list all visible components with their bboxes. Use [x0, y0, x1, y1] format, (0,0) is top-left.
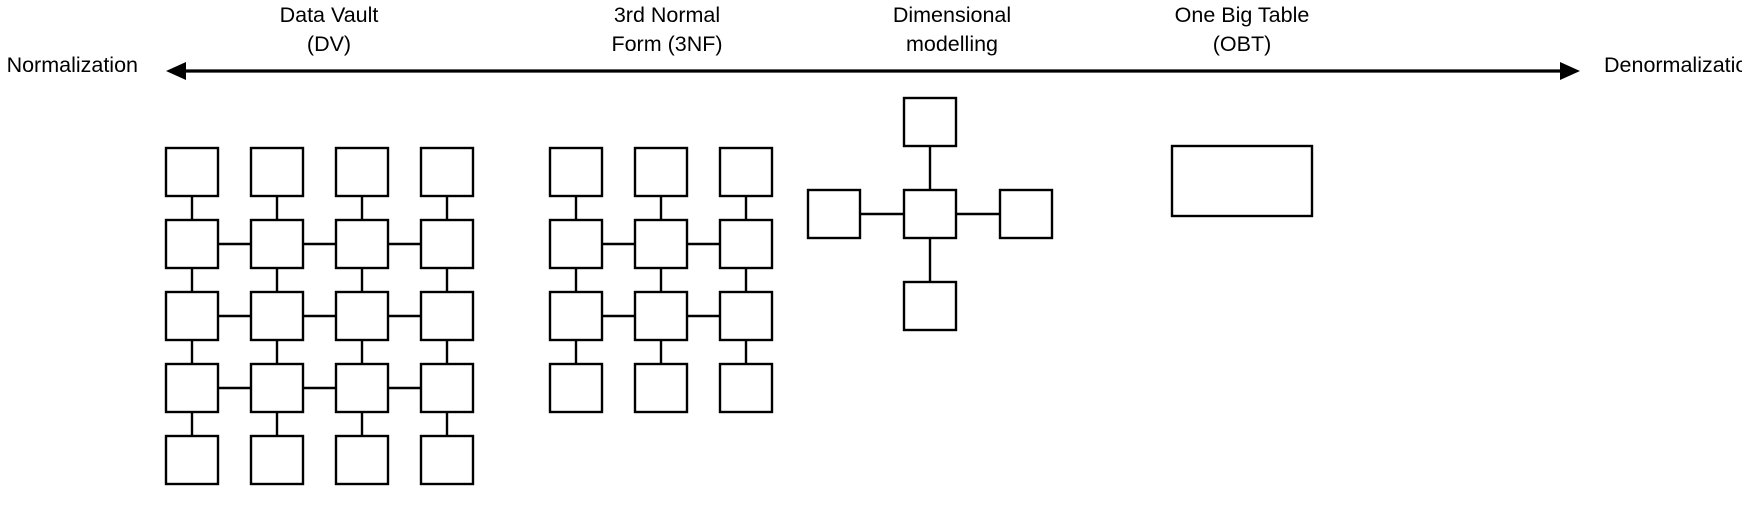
entity-box	[334, 362, 390, 414]
model-data-vault	[164, 146, 475, 486]
entity-box	[548, 146, 604, 198]
entity-box	[548, 218, 604, 270]
entity-box	[419, 290, 475, 342]
entity-box	[164, 218, 220, 270]
group-label-dimensional-modelling: modelling	[906, 32, 998, 56]
group-label-one-big-table: One Big Table	[1175, 3, 1310, 27]
group-label-data-vault: (DV)	[307, 32, 351, 56]
model-third-normal-form	[548, 146, 774, 414]
entity-box	[633, 218, 689, 270]
entity-box	[164, 362, 220, 414]
entity-box	[164, 146, 220, 198]
entity-box	[334, 218, 390, 270]
entity-box	[249, 146, 305, 198]
entity-box	[164, 290, 220, 342]
entity-box	[718, 290, 774, 342]
dimension-box-left	[806, 188, 862, 240]
fact-box-center	[902, 188, 958, 240]
entity-box	[548, 362, 604, 414]
entity-box	[164, 434, 220, 486]
arrow-right-icon	[1560, 62, 1580, 80]
dimension-box-bottom	[902, 280, 958, 332]
entity-box	[419, 362, 475, 414]
group-label-one-big-table: (OBT)	[1213, 32, 1272, 56]
entity-box	[718, 146, 774, 198]
entity-box	[633, 362, 689, 414]
entity-box	[633, 146, 689, 198]
group-label-third-normal-form: Form (3NF)	[611, 32, 722, 56]
dimension-box-top	[902, 96, 958, 148]
entity-box	[334, 146, 390, 198]
model-dimensional-modelling	[806, 96, 1054, 332]
axis-label-denormalization: Denormalization	[1604, 53, 1742, 77]
entity-box	[249, 290, 305, 342]
entity-box	[249, 434, 305, 486]
entity-box	[548, 290, 604, 342]
dimension-box-right	[998, 188, 1054, 240]
group-label-data-vault: Data Vault	[280, 3, 379, 27]
entity-box	[249, 362, 305, 414]
axis-label-normalization: Normalization	[7, 53, 138, 77]
entity-box	[718, 218, 774, 270]
entity-box	[419, 218, 475, 270]
entity-box	[334, 434, 390, 486]
spectrum-axis: Normalization Denormalization	[7, 53, 1742, 80]
group-label-dimensional-modelling: Dimensional	[893, 3, 1011, 27]
group-label-third-normal-form: 3rd Normal	[614, 3, 720, 27]
entity-box	[334, 290, 390, 342]
entity-box	[633, 290, 689, 342]
entity-box	[419, 434, 475, 486]
model-one-big-table	[1170, 144, 1314, 218]
entity-box	[718, 362, 774, 414]
model-shape-layer	[164, 96, 1314, 486]
one-big-table-box	[1170, 144, 1314, 218]
entity-box	[419, 146, 475, 198]
entity-box	[249, 218, 305, 270]
arrow-left-icon	[166, 62, 186, 80]
